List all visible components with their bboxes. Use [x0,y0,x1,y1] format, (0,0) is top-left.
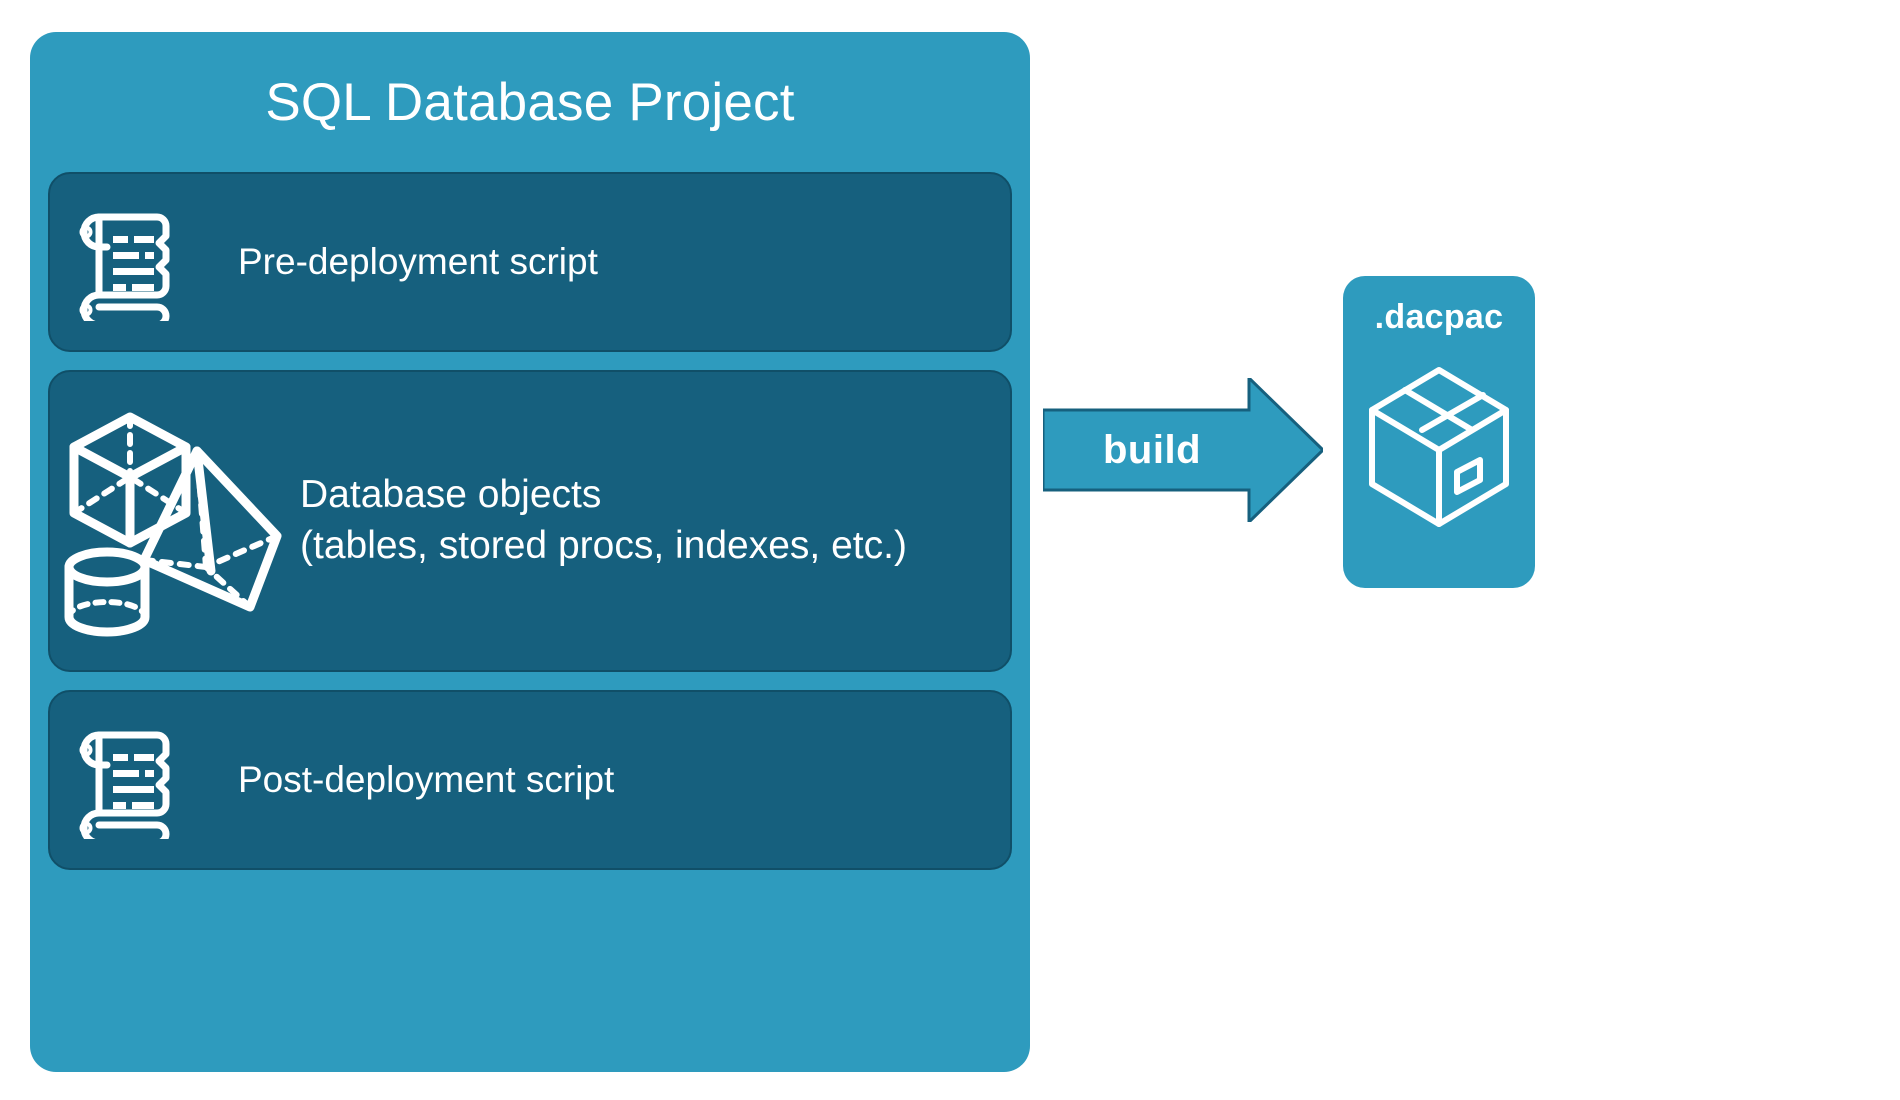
sql-database-project-panel: SQL Database Project [30,32,1030,1072]
dacpac-title: .dacpac [1374,298,1504,336]
project-panel-title: SQL Database Project [265,73,795,132]
card-pre-deployment-script[interactable]: Pre-deployment script [48,172,1012,352]
package-box-icon [1364,362,1514,533]
right-arrow-icon [1041,374,1326,526]
card-post-deployment-label: Post-deployment script [238,758,615,800]
card-pre-deployment-label: Pre-deployment script [238,240,598,282]
scroll-icon [50,203,200,321]
card-post-deployment-script[interactable]: Post-deployment script [48,690,1012,870]
build-arrow: build [1041,374,1326,526]
card-database-objects-label: Database objects (tables, stored procs, … [300,473,907,567]
card-database-objects[interactable]: Database objects (tables, stored procs, … [48,370,1012,672]
3d-shapes-icon [50,372,300,670]
scroll-icon [50,721,200,839]
dacpac-output-card[interactable]: .dacpac [1343,276,1535,588]
